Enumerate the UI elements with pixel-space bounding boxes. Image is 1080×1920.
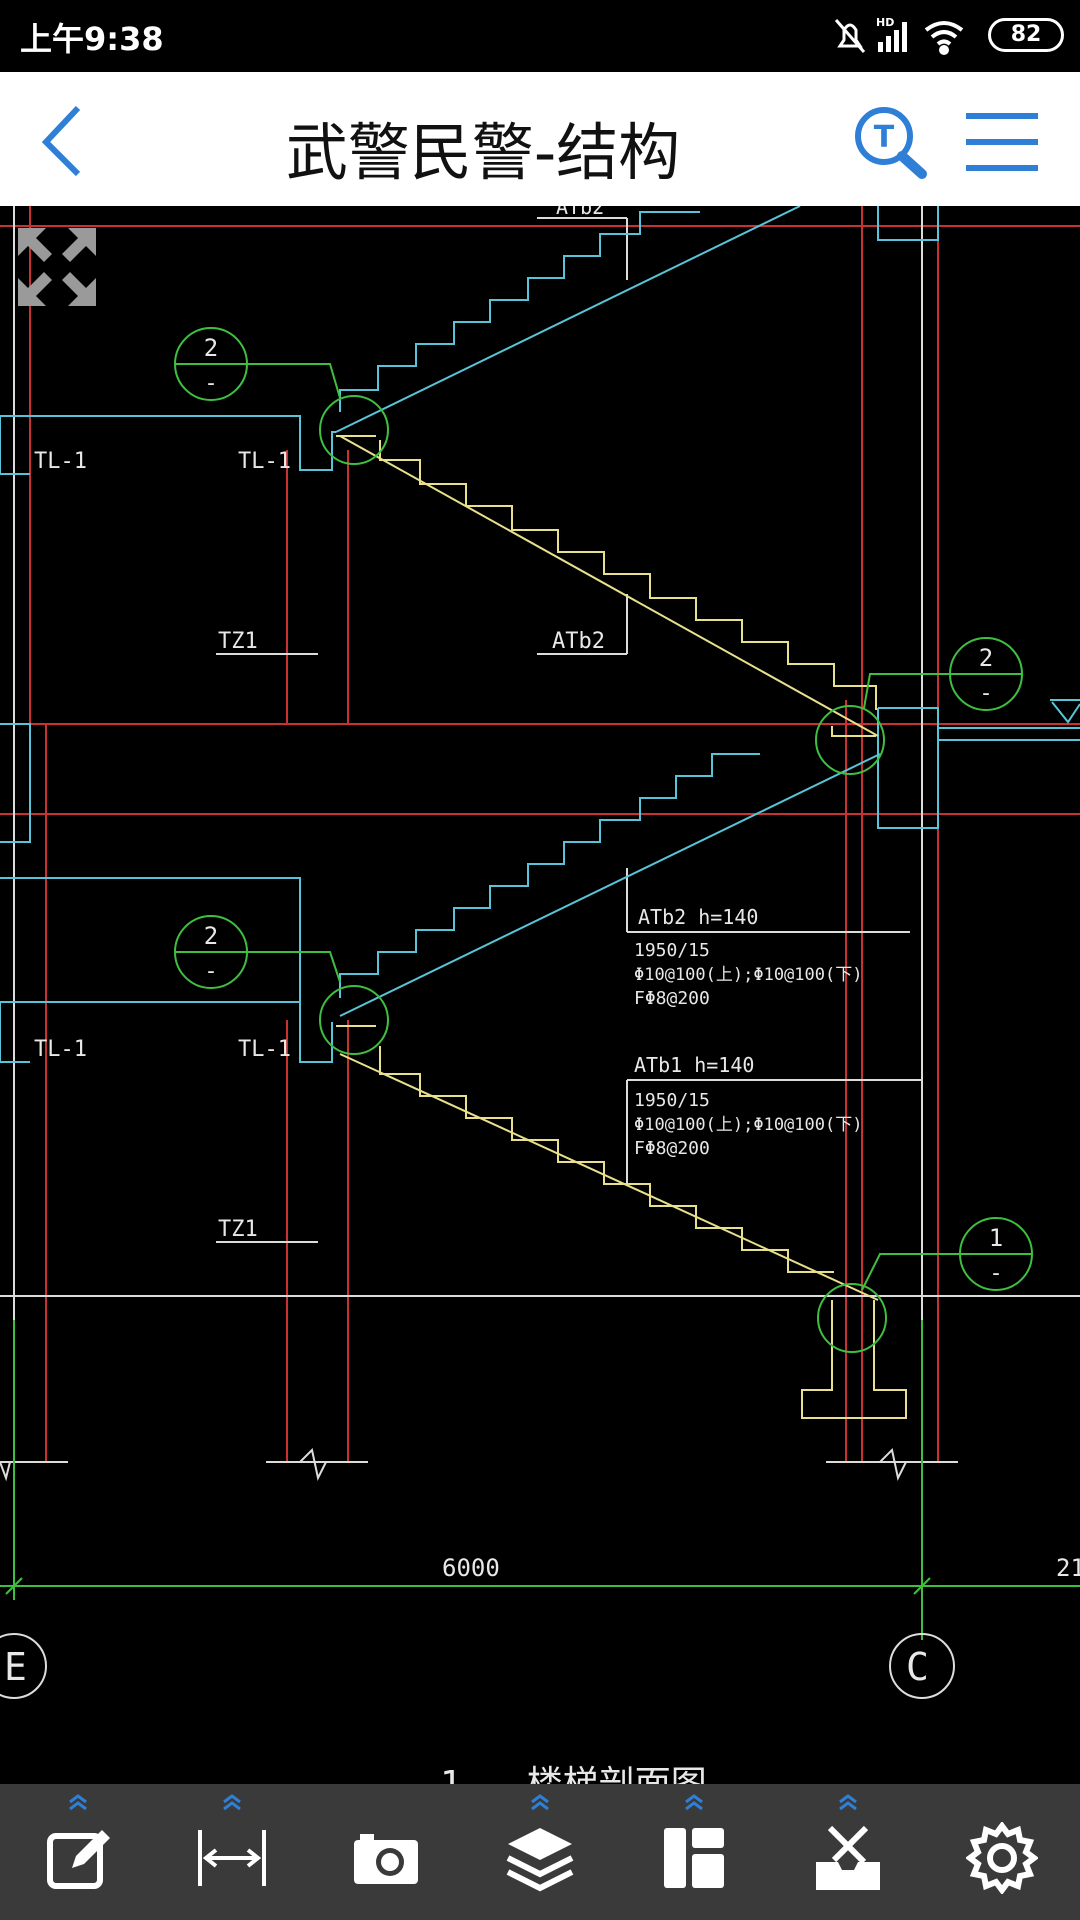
layout-icon: [664, 1828, 724, 1888]
label-atb2-mid: ATb2: [552, 629, 605, 654]
measure-icon: [198, 1830, 266, 1886]
label-tz1-a: TZ1: [218, 629, 258, 654]
layers-button[interactable]: [490, 1784, 590, 1920]
label-dim-6000: 6000: [442, 1554, 500, 1582]
chevron-up-icon: [223, 1794, 241, 1811]
expand-arrows-icon: [18, 228, 96, 306]
gear-icon: [966, 1822, 1038, 1894]
mute-icon: [834, 19, 866, 53]
label-atb2-top: ATb2: [556, 206, 604, 219]
app-header: 武警民警-结构 T: [0, 72, 1080, 208]
label-atb1-r3: FΦ8@200: [634, 1138, 710, 1159]
page-title: 武警民警-结构: [285, 116, 681, 189]
camera-button[interactable]: [336, 1784, 436, 1920]
fullscreen-button[interactable]: [16, 226, 98, 308]
cad-drawing-canvas[interactable]: ATb2 TL-1 TL-1 TZ1 ATb2 ATb2 h=140 1950/…: [0, 206, 1080, 1784]
chevron-up-icon: [685, 1794, 703, 1811]
label-dim-218: 218: [1056, 1554, 1080, 1582]
bottom-toolbar: [0, 1784, 1080, 1920]
label-atb2-r3: FΦ8@200: [634, 988, 710, 1009]
mark-1-top: 1: [989, 1224, 1003, 1252]
label-tl1-d: TL-1: [238, 1037, 291, 1062]
red-grid-lines: [0, 206, 1080, 1462]
label-atb1-h: ATb1 h=140: [634, 1053, 754, 1077]
label-axis-c: C: [906, 1645, 929, 1689]
mark-2b-bot: -: [204, 959, 217, 984]
label-tz1-b: TZ1: [218, 1217, 258, 1242]
camera-icon: [354, 1834, 418, 1884]
wifi-icon: [924, 21, 964, 55]
layout-button[interactable]: [644, 1784, 744, 1920]
back-button[interactable]: [30, 100, 110, 180]
axis-circles: [0, 1633, 955, 1699]
toolbox-button[interactable]: [798, 1784, 898, 1920]
label-axis-e: E: [4, 1645, 27, 1689]
toolbox-icon: [816, 1825, 880, 1890]
measure-button[interactable]: [182, 1784, 282, 1920]
white-lines: [0, 206, 1080, 1482]
label-atb2-r2: Φ10@100(上);Φ10@100(下): [634, 965, 862, 985]
edit-annotation-button[interactable]: [28, 1784, 128, 1920]
label-atb1-r2: Φ10@100(上);Φ10@100(下): [634, 1115, 862, 1135]
chevron-up-icon: [839, 1794, 857, 1811]
settings-button[interactable]: [952, 1784, 1052, 1920]
mark-2c-top: 2: [979, 644, 993, 672]
label-atb2-r1: 1950/15: [634, 940, 710, 961]
edit-icon: [47, 1830, 110, 1889]
yellow-stair-lines: [336, 435, 907, 1419]
hd-signal-icon: HD: [876, 16, 907, 52]
label-atb2-h: ATb2 h=140: [638, 905, 758, 929]
battery-icon: 82: [988, 18, 1064, 52]
status-time: 上午9:38: [20, 20, 164, 58]
text-search-button[interactable]: T: [850, 102, 930, 182]
cad-drawing: ATb2 TL-1 TL-1 TZ1 ATb2 ATb2 h=140 1950/…: [0, 206, 1080, 1784]
label-tl1-a: TL-1: [34, 449, 87, 474]
mark-2a-top: 2: [204, 334, 218, 362]
mark-2a-bot: -: [204, 371, 217, 396]
svg-text:HD: HD: [876, 16, 894, 29]
green-detail-marks: [0, 327, 1080, 1640]
mark-1-bot: -: [989, 1261, 1002, 1286]
label-tl1-b: TL-1: [238, 449, 291, 474]
hamburger-menu-icon: [966, 113, 1038, 171]
menu-button[interactable]: [960, 102, 1044, 182]
status-bar: 上午9:38 HD 82: [0, 0, 1080, 72]
label-atb1-r1: 1950/15: [634, 1090, 710, 1111]
chevron-up-icon: [531, 1794, 549, 1811]
text-search-letter: T: [874, 120, 895, 155]
cyan-stair-lines: [0, 206, 1080, 1063]
label-tl1-c: TL-1: [34, 1037, 87, 1062]
layers-icon: [506, 1828, 574, 1892]
text-search-icon: T: [855, 107, 927, 179]
chevron-up-icon: [69, 1794, 87, 1811]
mark-2c-bot: -: [979, 681, 992, 706]
status-icons: HD: [834, 16, 964, 55]
mark-2b-top: 2: [204, 922, 218, 950]
chevron-left-icon: [41, 105, 81, 177]
label-section-title: 1 - 楼梯剖面图: [440, 1764, 707, 1784]
